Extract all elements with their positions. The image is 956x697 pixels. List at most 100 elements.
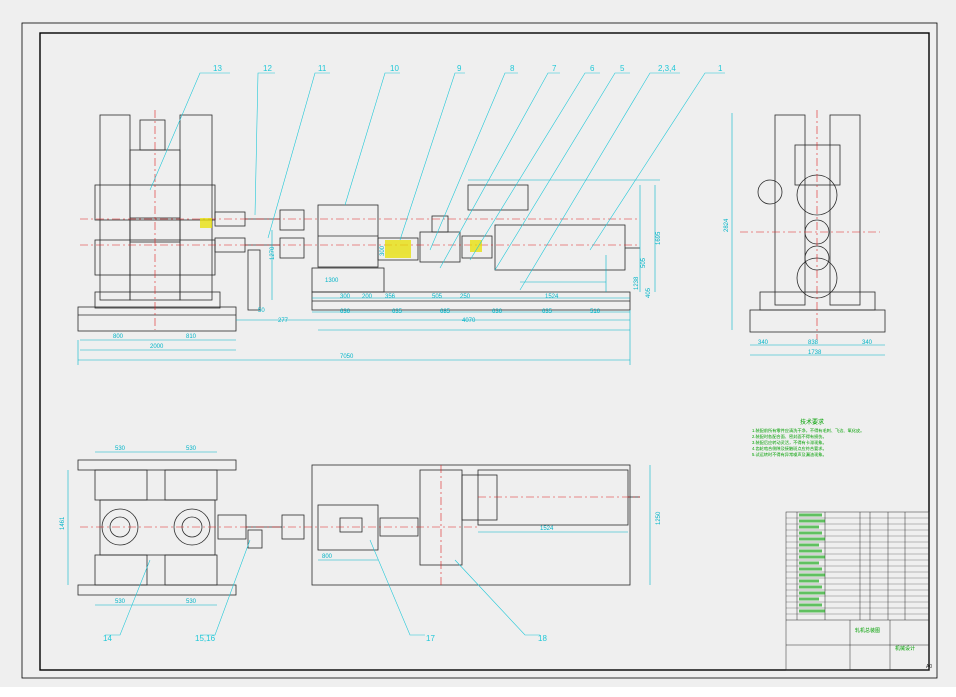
front-dimension-texts: 7050 2000 800 810 277 50 636 635 685 636… [113, 231, 662, 360]
plan-rail-bottom [77, 584, 237, 596]
dim-side-340a: 340 [758, 340, 769, 346]
parts-entry-mark [799, 519, 825, 523]
balloon-13: 13 [213, 64, 222, 73]
top-balloon-labels: 13 12 11 10 9 8 7 6 5 2,3,4 1 [213, 64, 723, 73]
dim-1695: 1695 [656, 231, 662, 245]
outer-frame [21, 22, 938, 679]
balloon-8: 8 [510, 64, 515, 73]
dim-1524: 1524 [545, 294, 559, 300]
parts-entry-mark [799, 513, 822, 517]
notes-line-1: 1.装配前所有零件应清洗干净，不得有毛刺、飞边、氧化皮。 [752, 427, 864, 434]
plan-support [247, 529, 263, 549]
dim-300v: 300 [380, 245, 386, 256]
screwdown [139, 119, 166, 151]
plan-pinion-stand [317, 504, 379, 551]
parts-entry-mark [799, 543, 819, 547]
dim-505v: 505 [641, 257, 647, 268]
plan-motor-end [461, 474, 498, 521]
upper-universal-joint [279, 209, 305, 231]
mill-foundation [77, 306, 237, 332]
parts-entry-mark [799, 597, 819, 601]
dim-50: 50 [258, 308, 265, 314]
mill-sole-plate [94, 291, 221, 309]
drawing-title: 轧机总装图 [855, 627, 880, 634]
bottom-balloon-labels: 14 15,16 17 18 [103, 634, 547, 643]
notes-line-4: 4.齿轮啮合侧隙及接触斑点应符合要求。 [752, 445, 827, 452]
parts-entry-mark [799, 537, 825, 541]
dim-635b: 635 [542, 309, 553, 315]
parts-entry-mark [799, 591, 825, 595]
spindle-support [247, 249, 261, 311]
notes-line-5: 5.试运转时不得有异常噪声及漏油现象。 [752, 451, 827, 458]
parts-entry-mark [799, 609, 825, 613]
parts-entry-mark [799, 603, 822, 607]
balloon-2-3-4: 2,3,4 [658, 64, 676, 73]
parts-list-rows [786, 517, 929, 615]
dim-200: 200 [362, 294, 373, 300]
plan-dimensions [67, 451, 651, 606]
dim-636b: 636 [492, 309, 503, 315]
plan-dimension-texts: 530 530 530 530 1461 1250 1524 800 [60, 446, 662, 605]
notes-line-2: 2.装配时各配合面、密封面不得有损伤。 [752, 433, 827, 440]
dim-plan-1250: 1250 [656, 511, 662, 525]
dim-2824: 2824 [724, 218, 730, 232]
dim-plan-530d: 530 [186, 599, 197, 605]
side-foundation [749, 309, 886, 333]
dim-plan-1524: 1524 [540, 526, 554, 532]
parts-entry-mark [799, 567, 822, 571]
notes-line-3: 3.装配后应转动灵活，不得有卡滞现象。 [752, 439, 827, 446]
dim-base-800: 800 [113, 334, 124, 340]
balloon-11: 11 [318, 64, 327, 73]
parts-entry-mark [799, 549, 822, 553]
side-upper-chock [794, 144, 841, 186]
plan-centerlines [80, 465, 640, 585]
dim-plan-530b: 530 [186, 446, 197, 452]
dim-685: 685 [440, 309, 451, 315]
parts-entry-mark [799, 531, 822, 535]
balloon-9: 9 [457, 64, 462, 73]
dim-516: 516 [590, 309, 601, 315]
bottom-leaders [105, 539, 540, 636]
dim-405: 405 [646, 287, 652, 298]
plan-housing [99, 499, 216, 556]
balloon-12: 12 [263, 64, 272, 73]
dim-plan-800: 800 [322, 554, 333, 560]
parts-entry-mark [799, 561, 819, 565]
side-dimensions [731, 113, 885, 356]
balloon-6: 6 [590, 64, 595, 73]
plan-drive-bed [311, 464, 631, 586]
dim-635a: 635 [392, 309, 403, 315]
parts-list-entries [799, 513, 825, 613]
inner-frame [39, 32, 930, 671]
side-housing-left [774, 114, 806, 306]
dim-4070: 4070 [462, 318, 476, 324]
notes-title: 技术要求 [800, 418, 824, 426]
balloon-15-16: 15,16 [195, 634, 216, 643]
coupling-highlights [200, 218, 482, 258]
dim-plan-530a: 530 [115, 446, 126, 452]
dim-side-1738: 1738 [808, 350, 822, 356]
balloon-10: 10 [390, 64, 399, 73]
dim-base-2000: 2000 [150, 344, 164, 350]
brake-top [431, 215, 449, 233]
top-leaders [149, 72, 725, 291]
side-dimension-texts: 2824 340 838 340 1738 [724, 218, 873, 356]
side-centerlines [740, 110, 880, 340]
dim-side-838: 838 [808, 340, 819, 346]
parts-entry-mark [799, 525, 819, 529]
plan-motor [477, 469, 629, 526]
company-name: 机械设计 [895, 645, 915, 652]
dim-base-810: 810 [186, 334, 197, 340]
lower-universal-joint [279, 237, 305, 259]
balloon-14: 14 [103, 634, 112, 643]
motor-fan [467, 184, 529, 211]
dim-plan-530c: 530 [115, 599, 126, 605]
technical-notes: 技术要求 1.装配前所有零件应清洗干净，不得有毛刺、飞边、氧化皮。 2.装配时各… [752, 418, 864, 458]
dim-1238: 1238 [634, 276, 640, 290]
bottom-margin [0, 687, 956, 697]
motor-coupling [461, 235, 493, 259]
balloon-18: 18 [538, 634, 547, 643]
dim-277: 277 [278, 318, 289, 324]
